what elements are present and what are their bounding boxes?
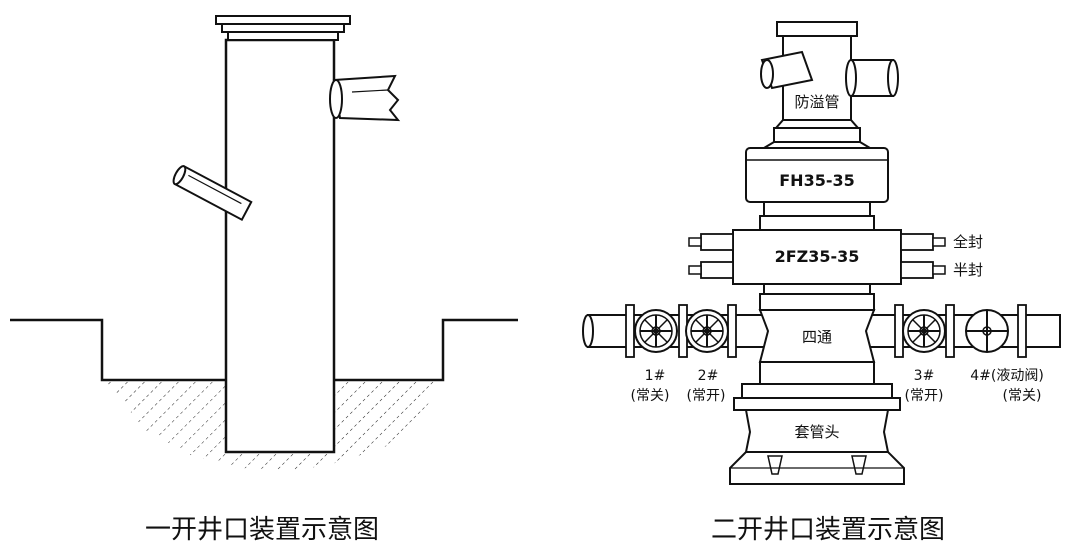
valve-4-number: 4#(液动阀)	[970, 368, 1044, 384]
valve-3-number: 3#	[914, 368, 935, 384]
valve-4-icon	[965, 309, 1009, 353]
casing-head-label: 套管头	[794, 423, 839, 441]
ram-bop-label: 2FZ35-35	[775, 247, 860, 266]
top-flange	[215, 15, 351, 25]
second-spud-wellhead-diagram: 防溢管 FH35-35 2FZ35-35 全封 半封	[582, 21, 1061, 545]
blind-ram-label: 全封	[953, 233, 983, 251]
overflow-pipe-label: 防溢管	[794, 93, 839, 111]
valve-1-state: (常关)	[631, 388, 670, 404]
choke-line-pipe	[861, 314, 1061, 348]
valve-2-state: (常开)	[687, 388, 726, 404]
fill-line-pipe	[172, 164, 253, 222]
pipe-ram-label: 半封	[953, 261, 983, 279]
first-spud-wellhead-diagram: 一开井口装置示意图	[10, 15, 518, 545]
conductor-pipe	[224, 38, 336, 454]
four-way-label: 四通	[802, 328, 832, 346]
ram-bop	[732, 229, 902, 285]
return-line-pipe	[332, 74, 401, 122]
valve-2-icon	[685, 309, 729, 353]
valve-1-icon	[634, 309, 678, 353]
left-caption: 一开井口装置示意图	[145, 515, 379, 545]
valve-3-state: (常开)	[905, 388, 944, 404]
right-caption: 二开井口装置示意图	[711, 515, 945, 545]
valve-4-state: (常关)	[1003, 388, 1042, 404]
valve-1-number: 1#	[645, 368, 666, 384]
annular-bop-label: FH35-35	[779, 171, 855, 190]
valve-2-number: 2#	[698, 368, 719, 384]
valve-3-icon	[902, 309, 946, 353]
